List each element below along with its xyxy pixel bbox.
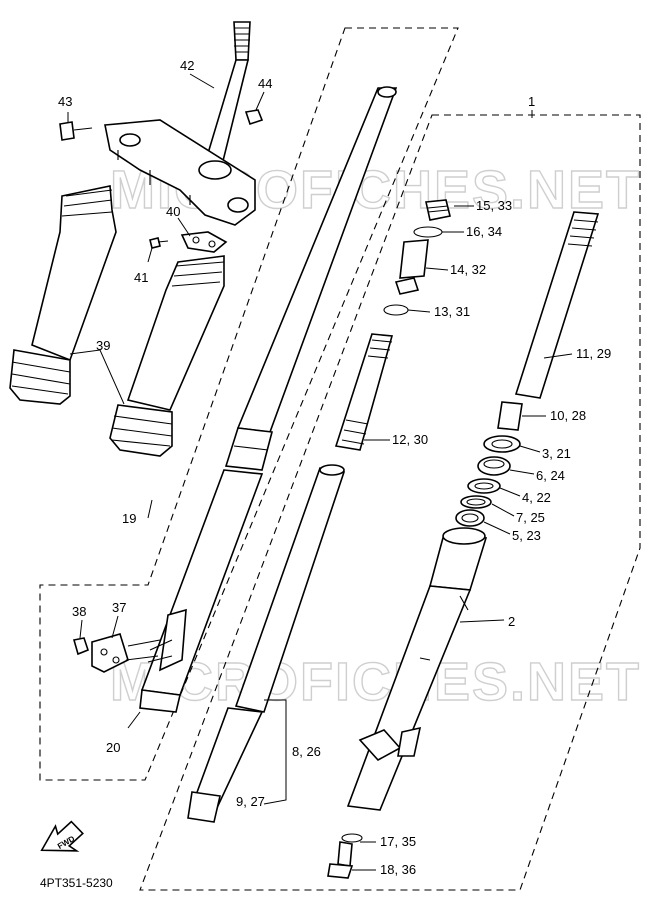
label-40: 40 bbox=[166, 204, 180, 219]
bolt-18 bbox=[327, 841, 354, 879]
label-37: 37 bbox=[112, 600, 126, 615]
axle-holder-20 bbox=[147, 608, 187, 672]
seal-6 bbox=[477, 456, 511, 476]
label-13-31: 13, 31 bbox=[434, 304, 470, 319]
cable-guide-clamp-40 bbox=[180, 231, 228, 253]
damper-rod-12 bbox=[334, 333, 394, 451]
label-14-32: 14, 32 bbox=[450, 262, 486, 277]
nut-38 bbox=[72, 637, 89, 656]
seal-3 bbox=[483, 435, 521, 453]
clip-13 bbox=[383, 304, 409, 316]
label-6-24: 6, 24 bbox=[536, 468, 565, 483]
washer-4 bbox=[467, 478, 501, 494]
label-11-29: 11, 29 bbox=[576, 346, 611, 361]
washer-17 bbox=[341, 833, 363, 843]
label-41: 41 bbox=[134, 270, 148, 285]
fork-boot-left bbox=[9, 185, 117, 405]
diagram-code: 4PT351-5230 bbox=[40, 876, 113, 890]
label-18-36: 18, 36 bbox=[380, 862, 416, 877]
inner-tube-9 bbox=[187, 707, 264, 823]
label-8-26: 8, 26 bbox=[292, 744, 321, 759]
screw-41 bbox=[149, 237, 169, 249]
label-17-35: 17, 35 bbox=[380, 834, 416, 849]
group-outline-left bbox=[39, 27, 459, 781]
label-5-23: 5, 23 bbox=[512, 528, 541, 543]
label-42: 42 bbox=[180, 58, 194, 73]
steering-stem-assembly bbox=[104, 21, 256, 226]
label-44: 44 bbox=[258, 76, 272, 91]
fwd-arrow: FWD bbox=[40, 820, 84, 852]
fork-boot-right bbox=[109, 255, 225, 457]
o-ring-16 bbox=[413, 226, 443, 238]
label-19: 19 bbox=[122, 511, 136, 526]
label-43: 43 bbox=[58, 94, 72, 109]
label-15-33: 15, 33 bbox=[476, 198, 512, 213]
damper-rod-11 bbox=[514, 211, 600, 399]
label-20: 20 bbox=[106, 740, 120, 755]
label-7-25: 7, 25 bbox=[516, 510, 545, 525]
washer-7 bbox=[460, 495, 492, 509]
label-4-22: 4, 22 bbox=[522, 490, 551, 505]
bushing-5 bbox=[455, 509, 485, 527]
spacer-14 bbox=[394, 239, 429, 295]
axle-holder-37 bbox=[91, 633, 161, 673]
inner-tube-8 bbox=[234, 464, 346, 713]
nut-44 bbox=[244, 109, 264, 126]
cap-bolt-15 bbox=[425, 199, 451, 221]
bolt-43 bbox=[59, 121, 93, 141]
label-9-27: 9, 27 bbox=[236, 794, 265, 809]
label-12-30: 12, 30 bbox=[392, 432, 428, 447]
label-16-34: 16, 34 bbox=[466, 224, 502, 239]
label-38: 38 bbox=[72, 604, 86, 619]
group-outline-right bbox=[139, 114, 641, 891]
label-3-21: 3, 21 bbox=[542, 446, 571, 461]
watermark-bottom: MICROFICHES.NET bbox=[110, 652, 641, 712]
label-39: 39 bbox=[96, 338, 110, 353]
collar-10 bbox=[497, 401, 523, 431]
leader-lines bbox=[67, 73, 573, 871]
label-1: 1 bbox=[528, 94, 535, 109]
label-10-28: 10, 28 bbox=[550, 408, 586, 423]
label-2: 2 bbox=[508, 614, 515, 629]
outer-tube-2 bbox=[346, 527, 488, 811]
